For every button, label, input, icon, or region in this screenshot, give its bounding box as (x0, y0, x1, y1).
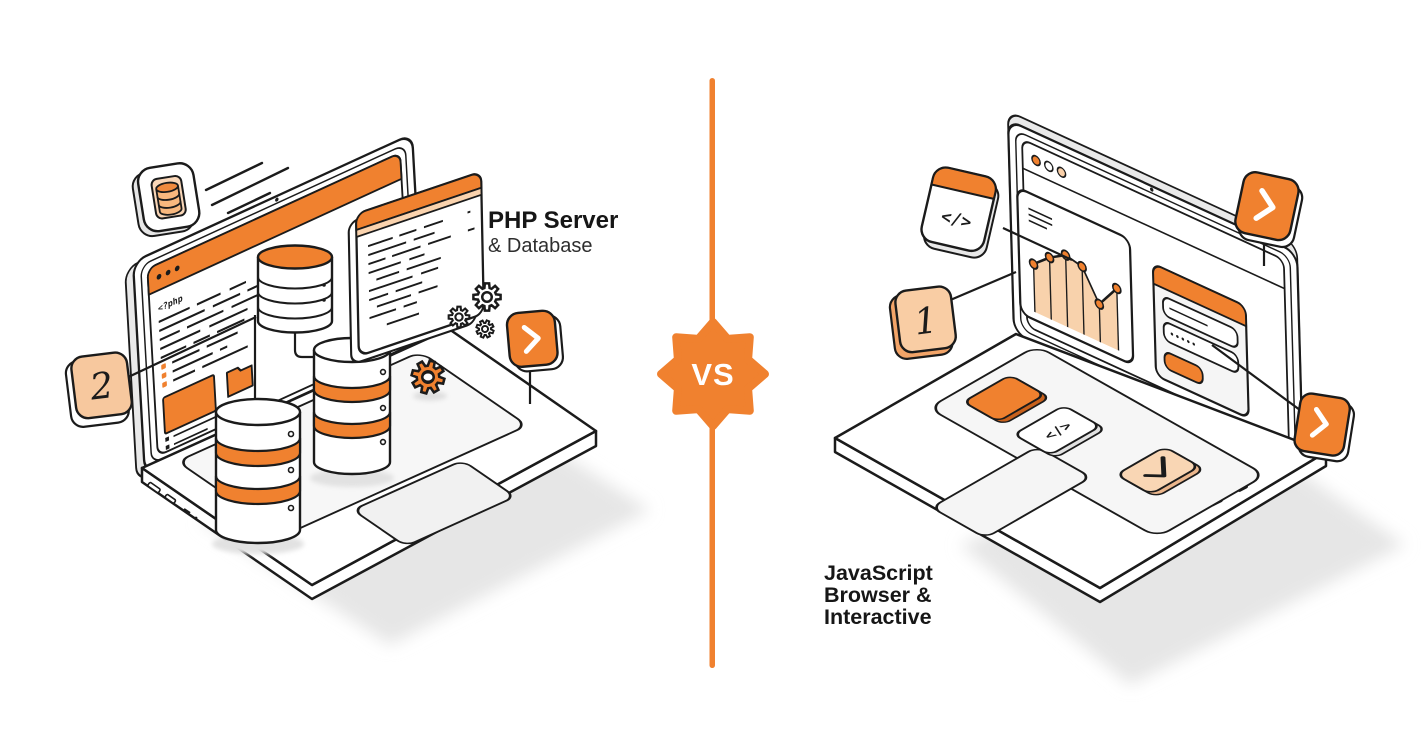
db-connectors (253, 315, 354, 414)
right-laptop-base: </> (833, 332, 1328, 604)
key-check (1119, 448, 1202, 496)
chart-text-lines (1028, 207, 1053, 230)
left-heading-line2: & Database (488, 235, 593, 257)
folder-icon (225, 364, 254, 398)
database-cylinder-mid (312, 336, 392, 476)
browser-title-bar (146, 154, 403, 297)
chart-points (1028, 249, 1122, 310)
line-chart (1028, 249, 1122, 351)
form-header (1152, 265, 1248, 328)
right-laptop-illustration: </> (824, 114, 1405, 685)
form-panel (1152, 265, 1250, 417)
form-submit-button (1163, 352, 1204, 385)
chevron-right-icon (1253, 188, 1276, 221)
chevron-br-connector (1211, 344, 1305, 414)
chevron-badge-left (505, 309, 565, 373)
database-cylinder-front (214, 397, 302, 545)
code-badge-connector (1002, 227, 1073, 261)
speed-lines (204, 161, 290, 215)
vs-badge: VS (657, 318, 769, 430)
gear-orange (406, 355, 450, 399)
php-code-lines: <?php (158, 268, 291, 450)
left-heading-line1: PHP Server (488, 207, 618, 234)
badge-2-connector (121, 316, 257, 381)
right-laptop-shadow (960, 430, 1405, 685)
right-heading-line3: Interactive (824, 605, 932, 629)
right-heading-line1: JavaScript (824, 561, 933, 585)
chart-area (1033, 255, 1119, 351)
webcam-dot (275, 197, 279, 202)
database-badge (131, 162, 201, 238)
badge-2: 2 (64, 351, 133, 428)
chevron-badge-bottom-right (1293, 392, 1356, 463)
browser-window-dots (1031, 154, 1067, 178)
left-heading: PHP Server & Database (488, 207, 618, 257)
code-window-lines (368, 210, 475, 326)
vs-label: VS (691, 357, 734, 392)
db-shadow (310, 469, 394, 487)
database-icon (155, 181, 183, 216)
chevron-badge-top-right (1234, 171, 1304, 249)
chart-columns (1032, 254, 1120, 351)
vs-divider: VS (657, 78, 769, 668)
badge-1: 1 (888, 285, 957, 360)
right-laptop-lid (1007, 114, 1304, 463)
badge-1-connector (947, 270, 1017, 303)
left-ports (147, 481, 198, 520)
gear-shadow (413, 391, 447, 401)
left-trackpad (356, 462, 512, 545)
password-dots (1170, 332, 1196, 346)
chevron-right-icon (521, 324, 541, 354)
key-code: </> (1016, 407, 1103, 457)
right-trackpad (935, 448, 1088, 536)
browser-window-dots (156, 265, 180, 280)
badge-2-number: 2 (87, 365, 116, 409)
webcam-dot (1149, 187, 1154, 192)
right-heading: JavaScript Browser & Interactive (824, 561, 933, 629)
database-cylinder-top (256, 244, 334, 334)
code-badge: </> (920, 166, 1000, 259)
check-icon (1143, 456, 1167, 478)
chart-panel (1016, 189, 1135, 364)
image-placeholder (162, 374, 217, 435)
chevron-right-icon (1309, 406, 1329, 438)
browser-chrome-divider (1022, 167, 1285, 290)
left-laptop-illustration: <?php (64, 137, 650, 645)
key-orange (965, 376, 1048, 423)
badge-1-number: 1 (912, 300, 940, 343)
right-heading-line2: Browser & (824, 583, 932, 607)
